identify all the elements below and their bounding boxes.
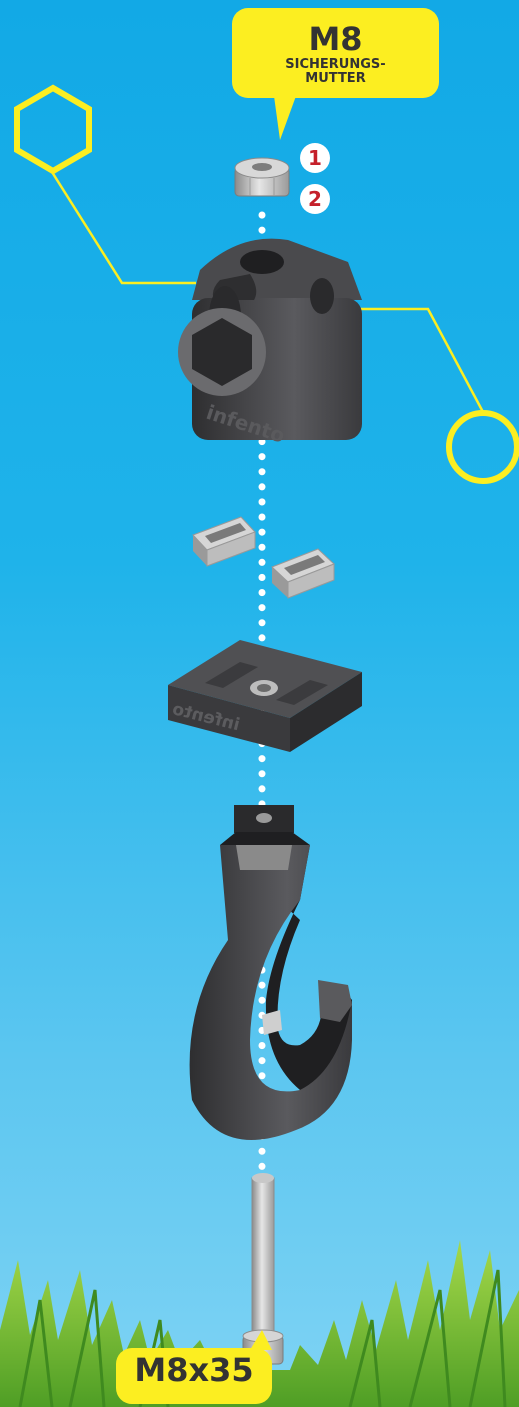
bolt-size-label: M8x35	[116, 1352, 272, 1388]
base-plate: infento	[168, 640, 362, 752]
hexagon-outline-icon	[17, 88, 89, 171]
nut-callout: M8 SICHERUNGS- MUTTER	[232, 8, 439, 106]
step-number-1: 1	[300, 143, 330, 173]
spacer-left	[193, 517, 255, 566]
circle-outline-icon	[449, 413, 517, 481]
nut-type-label-line2: MUTTER	[232, 72, 439, 86]
hook	[190, 805, 352, 1140]
nut-size-label: M8	[232, 22, 439, 56]
step-number-2: 2	[300, 184, 330, 214]
clamp-block: infento	[178, 239, 362, 448]
hexagon-leader-line	[52, 172, 196, 283]
lock-nut	[235, 158, 289, 196]
bolt-callout: M8x35	[116, 1340, 272, 1400]
spacer-right	[272, 549, 334, 598]
nut-type-label-line1: SICHERUNGS-	[232, 58, 439, 72]
